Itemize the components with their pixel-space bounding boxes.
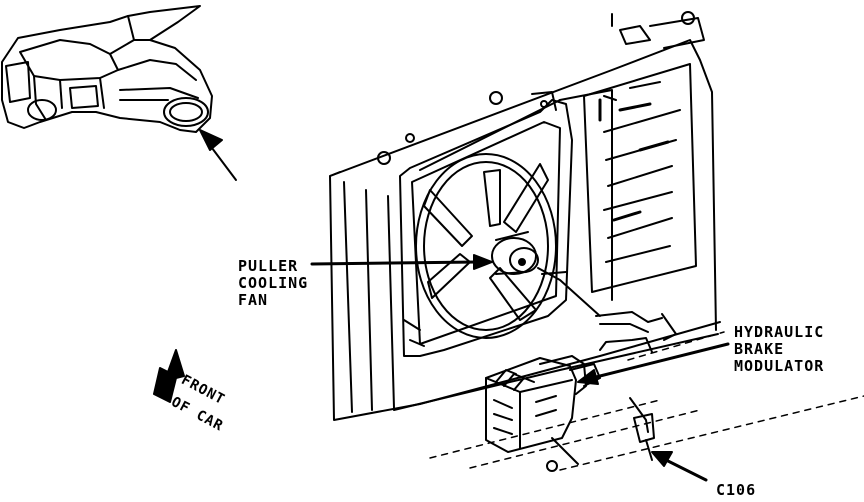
brake-modulator-label-line1: HYDRAULIC xyxy=(734,323,825,341)
fan-wiring-harness xyxy=(537,267,677,433)
c106-connector xyxy=(633,413,655,461)
puller-fan-label-line2: COOLING xyxy=(238,274,309,292)
front-of-car-arrow xyxy=(153,349,185,403)
cooling-fan xyxy=(415,153,557,339)
fan-motor xyxy=(491,231,539,275)
floor-reference-lines xyxy=(429,331,864,471)
car-locator-illustration xyxy=(1,5,213,133)
puller-fan-label: PULLER COOLING FAN xyxy=(238,258,308,309)
radiator-support-frame xyxy=(329,11,721,421)
brake-modulator-label-line3: MODULATOR xyxy=(734,357,825,375)
leader-brake-modulator xyxy=(577,342,730,385)
puller-fan-label-line3: FAN xyxy=(238,291,269,309)
fan-shroud xyxy=(399,91,573,357)
leader-puller-fan xyxy=(310,254,493,270)
brake-modulator-label: HYDRAULIC BRAKE MODULATOR xyxy=(734,324,824,375)
puller-fan-label-line1: PULLER xyxy=(238,257,299,275)
locator-arrow xyxy=(199,129,237,181)
c106-label: C106 xyxy=(716,481,757,499)
brake-modulator-label-line2: BRAKE xyxy=(734,340,785,358)
radiator-core xyxy=(583,63,697,293)
leader-c106 xyxy=(651,451,708,482)
